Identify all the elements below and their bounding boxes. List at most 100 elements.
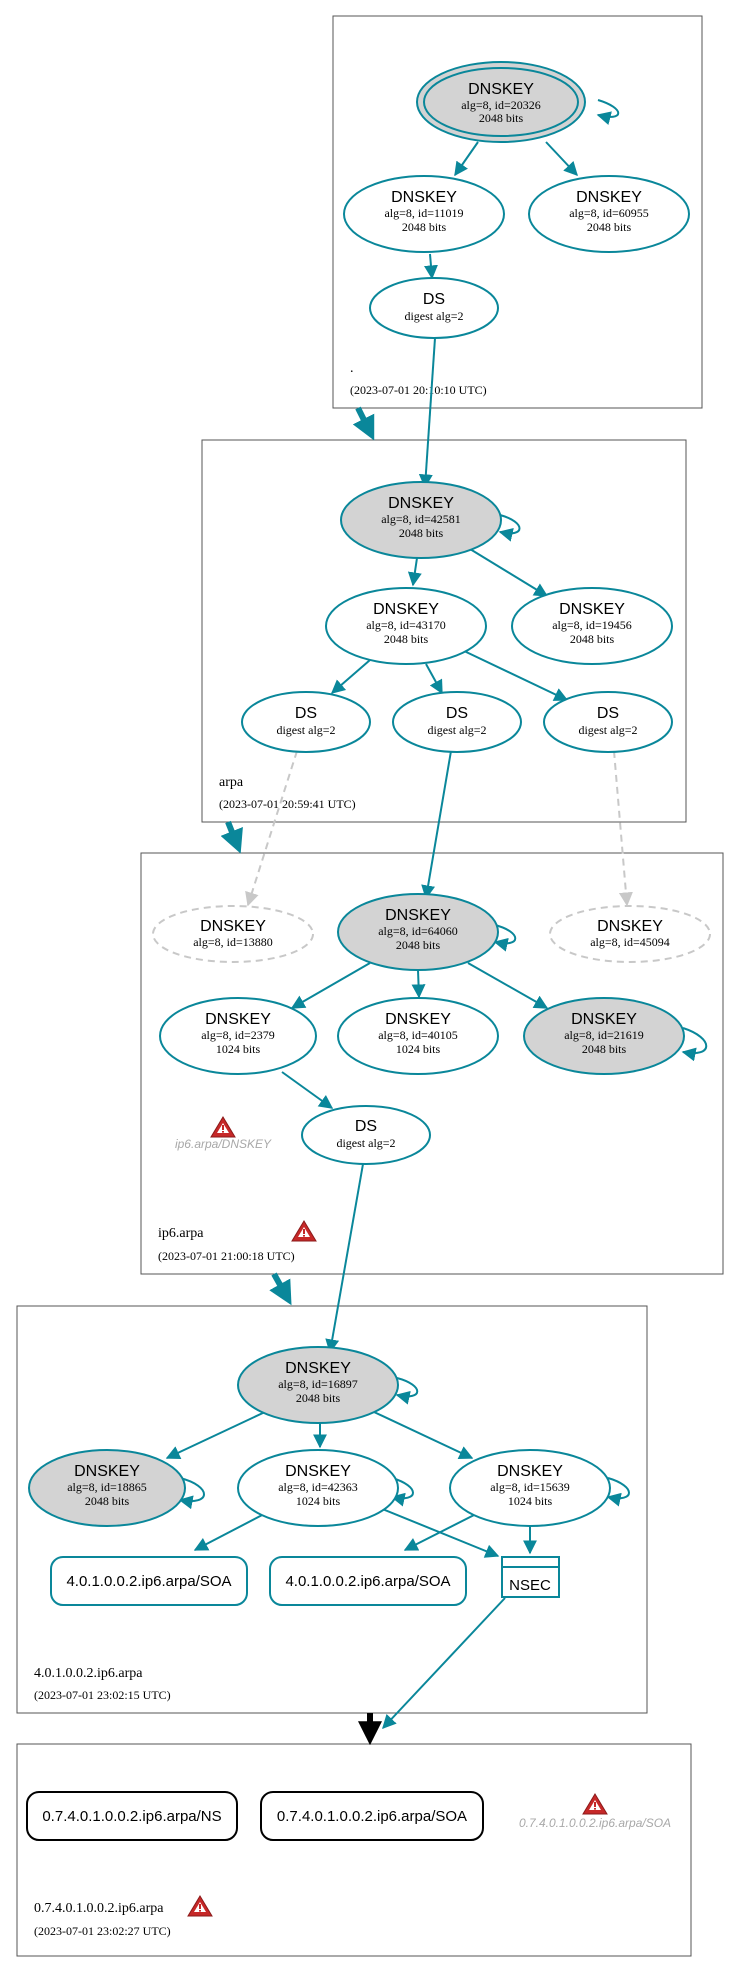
zone-label-arpa: arpa (219, 775, 244, 790)
zone-timestamp-root: (2023-07-01 20:10:10 UTC) (350, 383, 487, 397)
node-title: DNSKEY (200, 918, 266, 935)
node-z4-nsec[interactable]: NSEC (501, 1556, 560, 1598)
node-title: NSEC (509, 1577, 551, 1594)
node-detail: 2048 bits (384, 632, 429, 646)
node-title: DNSKEY (74, 1463, 140, 1480)
zone-timestamp-arpa: (2023-07-01 20:59:41 UTC) (219, 797, 356, 811)
node-title: 4.0.1.0.0.2.ip6.arpa/SOA (66, 1573, 231, 1590)
node-title: 0.7.4.0.1.0.0.2.ip6.arpa/NS (42, 1808, 221, 1825)
node-title: DS (295, 705, 317, 722)
node-detail: alg=8, id=43170 (366, 618, 446, 632)
edges (165, 99, 708, 1746)
node-ip6-dnskey-2379[interactable]: DNSKEY alg=8, id=2379 1024 bits (159, 997, 317, 1075)
node-arpa-ds-3[interactable]: DS digest alg=2 (543, 691, 673, 753)
node-detail: 2048 bits (85, 1494, 130, 1508)
node-arpa-ds-2[interactable]: DS digest alg=2 (392, 691, 522, 753)
node-detail: 2048 bits (582, 1042, 627, 1056)
node-title: DNSKEY (559, 601, 625, 618)
node-detail: alg=8, id=40105 (378, 1028, 458, 1042)
zone-timestamp-0-7-4-0-1-0-0-2: (2023-07-01 23:02:27 UTC) (34, 1924, 171, 1938)
node-detail: alg=8, id=20326 (461, 98, 541, 112)
node-detail: 2048 bits (399, 526, 444, 540)
zone-timestamp-4-0-1-0-0-2: (2023-07-01 23:02:15 UTC) (34, 1688, 171, 1702)
node-z4-soa-1[interactable]: 4.0.1.0.0.2.ip6.arpa/SOA (50, 1556, 248, 1606)
node-title: DS (355, 1118, 377, 1135)
node-detail: alg=8, id=13880 (193, 935, 273, 949)
node-ip6-dnskey-13880-missing[interactable]: DNSKEY alg=8, id=13880 (152, 905, 314, 963)
node-root-dnskey-11019[interactable]: DNSKEY alg=8, id=11019 2048 bits (343, 175, 505, 253)
warning-label: 0.7.4.0.1.0.0.2.ip6.arpa/SOA (519, 1816, 671, 1830)
node-z4-dnskey-16897[interactable]: DNSKEY alg=8, id=16897 2048 bits (237, 1346, 399, 1424)
node-z4-dnskey-42363[interactable]: DNSKEY alg=8, id=42363 1024 bits (237, 1449, 399, 1527)
node-z4-dnskey-15639[interactable]: DNSKEY alg=8, id=15639 1024 bits (449, 1449, 611, 1527)
node-title: DS (597, 705, 619, 722)
node-z4-soa-2[interactable]: 4.0.1.0.0.2.ip6.arpa/SOA (269, 1556, 467, 1606)
node-root-dnskey-60955[interactable]: DNSKEY alg=8, id=60955 2048 bits (528, 175, 690, 253)
node-detail: alg=8, id=15639 (490, 1480, 570, 1494)
node-title: DNSKEY (468, 81, 534, 98)
node-arpa-dnskey-19456[interactable]: DNSKEY alg=8, id=19456 2048 bits (511, 587, 673, 665)
node-detail: alg=8, id=19456 (552, 618, 632, 632)
node-detail: 1024 bits (216, 1042, 261, 1056)
node-title: DNSKEY (205, 1011, 271, 1028)
node-detail: alg=8, id=45094 (590, 935, 670, 949)
node-detail: alg=8, id=60955 (569, 206, 649, 220)
node-detail: 2048 bits (570, 632, 615, 646)
node-root-ds[interactable]: DS digest alg=2 (369, 277, 499, 339)
node-detail: alg=8, id=11019 (384, 206, 463, 220)
node-ip6-dnskey-45094-missing[interactable]: DNSKEY alg=8, id=45094 (549, 905, 711, 963)
node-detail: digest alg=2 (276, 723, 335, 737)
node-detail: alg=8, id=21619 (564, 1028, 644, 1042)
node-detail: alg=8, id=2379 (201, 1028, 275, 1042)
node-title: DNSKEY (576, 189, 642, 206)
node-title: 0.7.4.0.1.0.0.2.ip6.arpa/SOA (277, 1808, 467, 1825)
node-title: DS (423, 291, 445, 308)
node-detail: digest alg=2 (578, 723, 637, 737)
node-title: DNSKEY (285, 1463, 351, 1480)
node-root-dnskey-20326[interactable]: DNSKEY alg=8, id=20326 2048 bits (416, 61, 586, 143)
node-title: DNSKEY (497, 1463, 563, 1480)
node-detail: digest alg=2 (404, 309, 463, 323)
ip6-dnskey-warning[interactable]: ip6.arpa/DNSKEY (175, 1116, 272, 1151)
node-arpa-dnskey-43170[interactable]: DNSKEY alg=8, id=43170 2048 bits (325, 587, 487, 665)
node-title: DNSKEY (388, 495, 454, 512)
node-z4-dnskey-18865[interactable]: DNSKEY alg=8, id=18865 2048 bits (28, 1449, 186, 1527)
zone-label-root: . (350, 361, 354, 376)
node-title: DNSKEY (285, 1360, 351, 1377)
node-detail: alg=8, id=64060 (378, 924, 458, 938)
node-title: DNSKEY (597, 918, 663, 935)
node-detail: 1024 bits (296, 1494, 341, 1508)
node-detail: 2048 bits (479, 111, 524, 125)
node-title: DS (446, 705, 468, 722)
warning-label: ip6.arpa/DNSKEY (175, 1137, 272, 1151)
node-title: DNSKEY (385, 907, 451, 924)
node-detail: alg=8, id=42581 (381, 512, 461, 526)
node-ip6-dnskey-21619[interactable]: DNSKEY alg=8, id=21619 2048 bits (523, 997, 685, 1075)
node-arpa-ds-1[interactable]: DS digest alg=2 (241, 691, 371, 753)
node-ip6-dnskey-64060[interactable]: DNSKEY alg=8, id=64060 2048 bits (337, 893, 499, 971)
node-detail: alg=8, id=42363 (278, 1480, 358, 1494)
node-detail: alg=8, id=16897 (278, 1377, 358, 1391)
zone-label-0-7-4-0-1-0-0-2: 0.7.4.0.1.0.0.2.ip6.arpa (34, 1901, 164, 1916)
node-title: DNSKEY (373, 601, 439, 618)
node-arpa-dnskey-42581[interactable]: DNSKEY alg=8, id=42581 2048 bits (340, 481, 502, 559)
node-detail: digest alg=2 (427, 723, 486, 737)
node-title: DNSKEY (385, 1011, 451, 1028)
node-ip6-dnskey-40105[interactable]: DNSKEY alg=8, id=40105 1024 bits (337, 997, 499, 1075)
zone-timestamp-ip6-arpa: (2023-07-01 21:00:18 UTC) (158, 1249, 295, 1263)
node-detail: 2048 bits (296, 1391, 341, 1405)
node-detail: 2048 bits (396, 938, 441, 952)
node-detail: 2048 bits (587, 220, 632, 234)
node-detail: 1024 bits (396, 1042, 441, 1056)
zone-label-ip6-arpa: ip6.arpa (158, 1226, 204, 1241)
zone-label-4-0-1-0-0-2: 4.0.1.0.0.2.ip6.arpa (34, 1666, 143, 1681)
node-detail: digest alg=2 (336, 1136, 395, 1150)
node-z7-ns[interactable]: 0.7.4.0.1.0.0.2.ip6.arpa/NS (26, 1791, 238, 1841)
z7-soa-warning[interactable]: 0.7.4.0.1.0.0.2.ip6.arpa/SOA (519, 1793, 671, 1830)
node-ip6-ds[interactable]: DS digest alg=2 (301, 1105, 431, 1165)
zone-box-0-7-4-0-1-0-0-2 (16, 1743, 692, 1957)
node-title: 4.0.1.0.0.2.ip6.arpa/SOA (285, 1573, 450, 1590)
node-z7-soa[interactable]: 0.7.4.0.1.0.0.2.ip6.arpa/SOA (260, 1791, 484, 1841)
node-detail: 2048 bits (402, 220, 447, 234)
